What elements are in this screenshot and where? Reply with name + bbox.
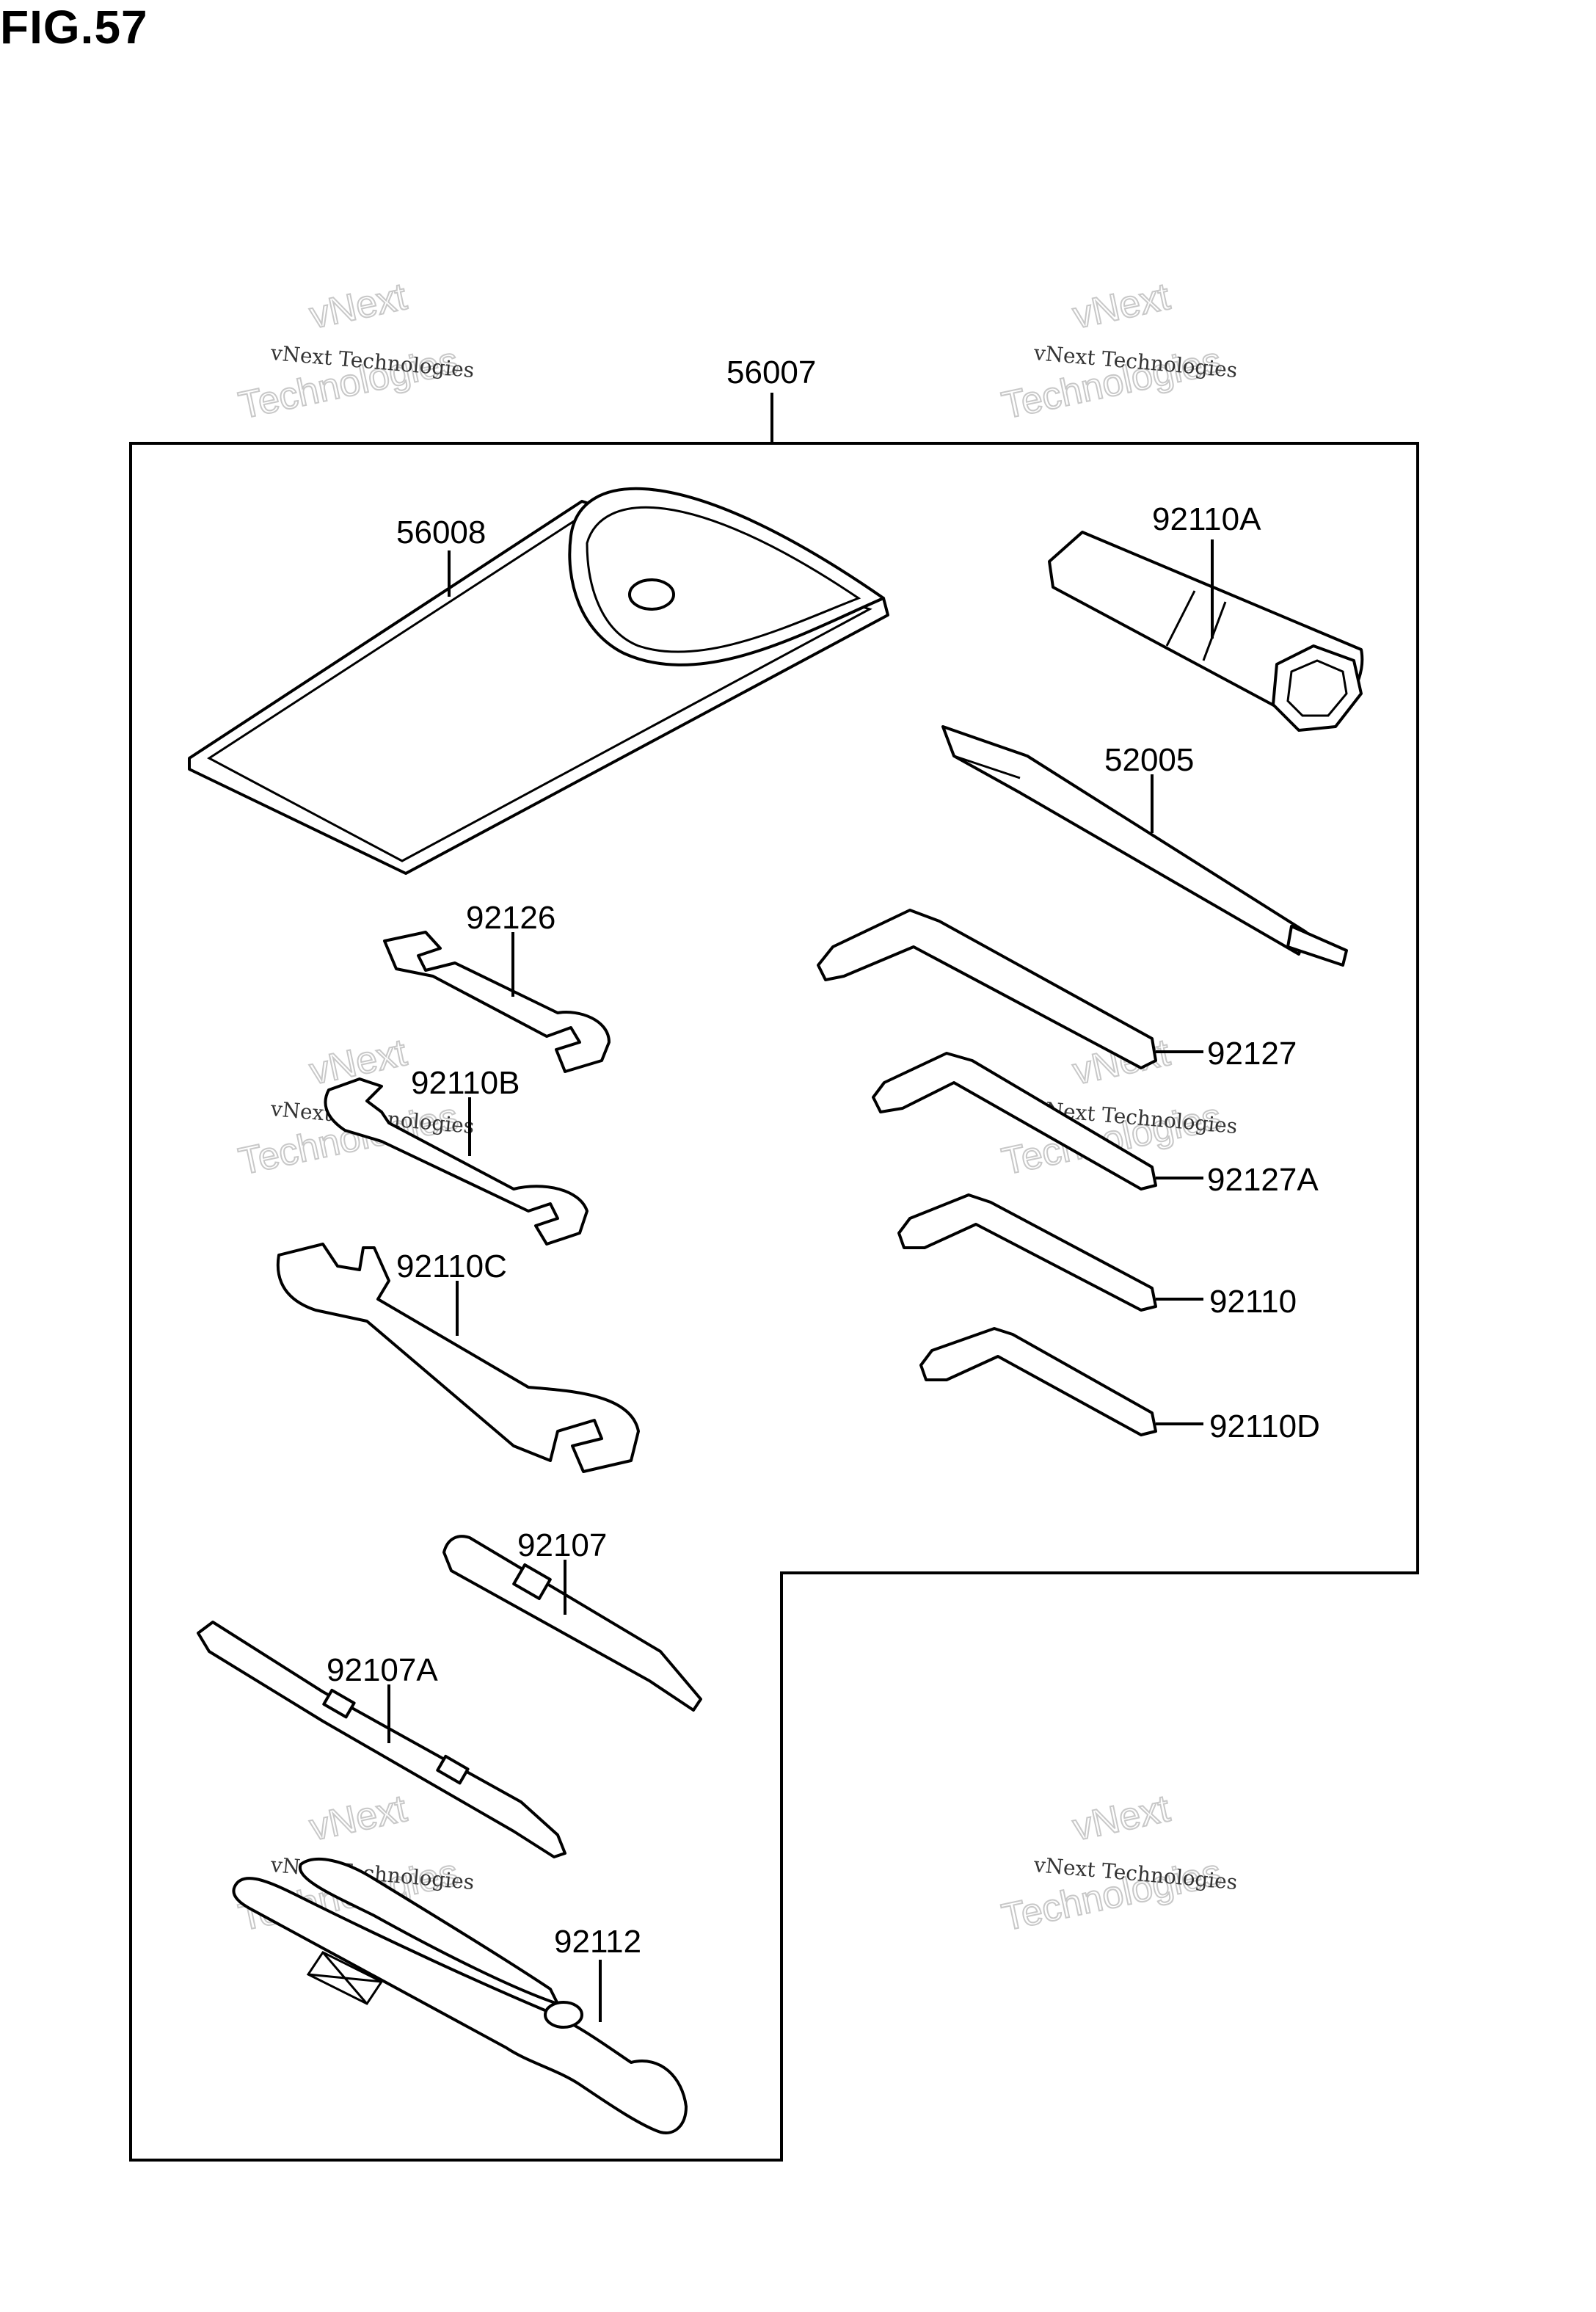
hex-key-92110D xyxy=(919,1327,1203,1436)
label-56007: 56007 xyxy=(726,355,816,390)
label-92110: 92110 xyxy=(1209,1284,1297,1320)
hex-key-92127A xyxy=(872,1052,1203,1190)
pliers-92112 xyxy=(232,1858,688,2134)
hex-key-92127 xyxy=(817,909,1203,1069)
label-92110D: 92110D xyxy=(1209,1408,1320,1444)
watermark-1: vNext Technologies vNext Technologies xyxy=(234,275,475,428)
wrench-92110C xyxy=(276,1243,640,1473)
label-56008: 56008 xyxy=(396,515,486,550)
hex-key-92110 xyxy=(897,1193,1203,1312)
screwdriver-92107A xyxy=(197,1621,566,1858)
wrench-92110B xyxy=(324,1077,589,1246)
label-92110B: 92110B xyxy=(411,1065,520,1101)
svg-text:vNext: vNext xyxy=(1069,1787,1174,1849)
svg-text:vNext: vNext xyxy=(306,275,411,337)
label-92107A: 92107A xyxy=(327,1652,438,1688)
wrench-92126 xyxy=(383,931,611,1073)
watermark-2: vNext Technologies vNext Technologies xyxy=(997,275,1238,428)
svg-text:vNext: vNext xyxy=(1069,275,1174,337)
plug-wrench xyxy=(1048,531,1364,732)
label-92112: 92112 xyxy=(554,1924,641,1960)
label-92107: 92107 xyxy=(517,1527,607,1563)
label-92127: 92127 xyxy=(1207,1036,1297,1072)
figure-title: FIG.57 xyxy=(0,1,148,54)
label-92127A: 92127A xyxy=(1207,1162,1319,1198)
label-92110A: 92110A xyxy=(1152,501,1261,537)
screwdriver-92107 xyxy=(442,1535,702,1712)
tool-bag xyxy=(188,487,889,875)
watermark-6: vNext Technologies vNext Technologies xyxy=(997,1786,1238,1940)
label-92110C: 92110C xyxy=(396,1248,507,1284)
plug-wrench-handle xyxy=(941,725,1348,967)
label-52005: 52005 xyxy=(1104,742,1194,778)
kit-outline xyxy=(129,442,1419,2162)
svg-text:vNext: vNext xyxy=(306,1787,411,1849)
label-92126: 92126 xyxy=(466,900,555,936)
